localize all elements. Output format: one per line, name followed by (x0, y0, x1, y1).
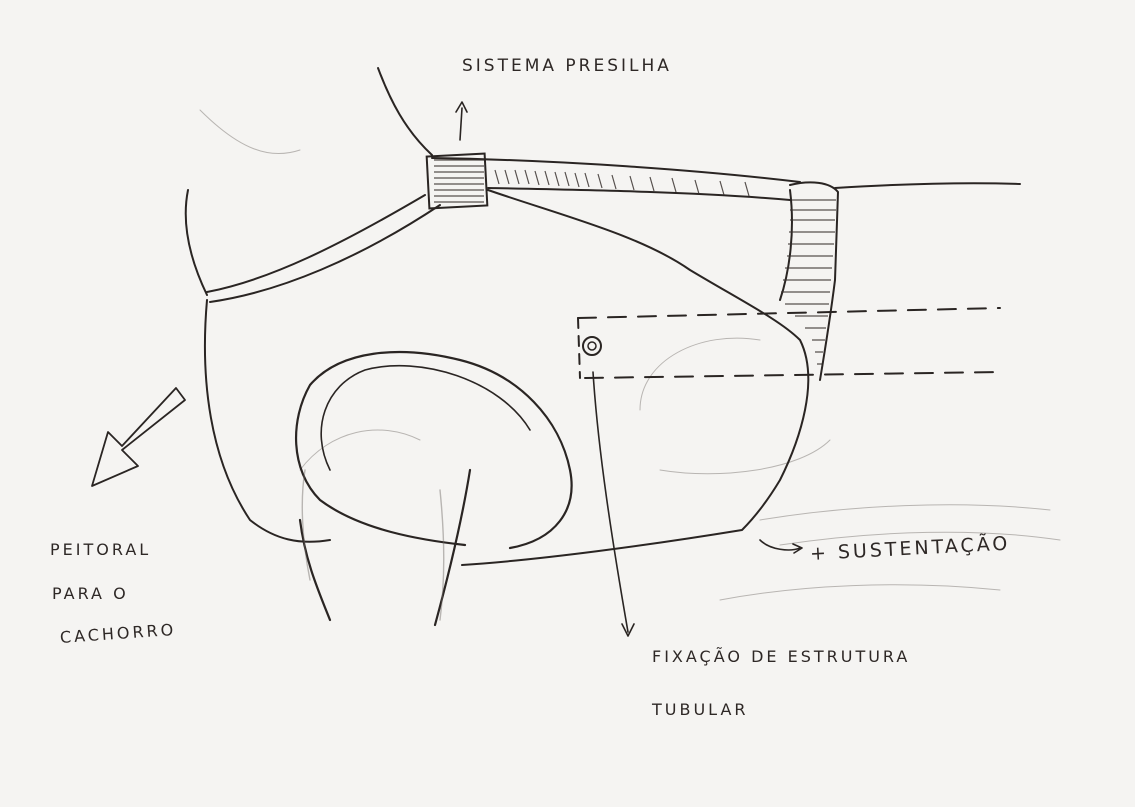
harness-top-strap-upper (432, 158, 800, 182)
dog-back-line (835, 183, 1020, 188)
fixation-bolt (583, 337, 601, 355)
peitoral-direction-arrow (92, 388, 185, 486)
tubular-structure-end (578, 318, 580, 378)
fixacao-label-line2: TUBULAR (652, 700, 749, 719)
presilha-pointer-arrow (456, 102, 467, 140)
presilha-clip-back (780, 182, 838, 380)
fixacao-pointer-line (593, 372, 634, 636)
fixacao-label-line1: FIXAÇÃO DE ESTRUTURA (652, 647, 910, 666)
top-strap-texture (495, 170, 749, 196)
dog-front-leg-opening-inner (321, 366, 530, 470)
dog-front-leg-opening (296, 352, 572, 548)
tubular-structure-lower (585, 372, 1000, 378)
dog-body-front (205, 300, 330, 542)
dog-chest-line (186, 190, 207, 295)
presilha-clip-back-hatch (781, 200, 836, 364)
sistema-presilha-label: SISTEMA PRESILHA (462, 56, 672, 76)
peitoral-label-line2: PARA O (52, 584, 129, 603)
dog-front-leg (300, 470, 470, 625)
dog-neck-back-line (378, 68, 432, 155)
dog-leg-shading (302, 470, 443, 620)
harness-neck-strap-inner (210, 205, 440, 302)
harness-top-strap-lower (488, 188, 790, 200)
harness-neck-strap-outer (207, 195, 425, 292)
peitoral-label-line1: PEITORAL (50, 540, 151, 559)
fixation-bolt-inner (588, 342, 596, 350)
presilha-clip-neck-hatch (434, 160, 484, 202)
tubular-structure-upper (578, 308, 1000, 318)
sustentacao-pointer-arrow (760, 540, 802, 553)
presilha-clip-neck (427, 154, 488, 209)
harness-side-panel (462, 190, 808, 565)
